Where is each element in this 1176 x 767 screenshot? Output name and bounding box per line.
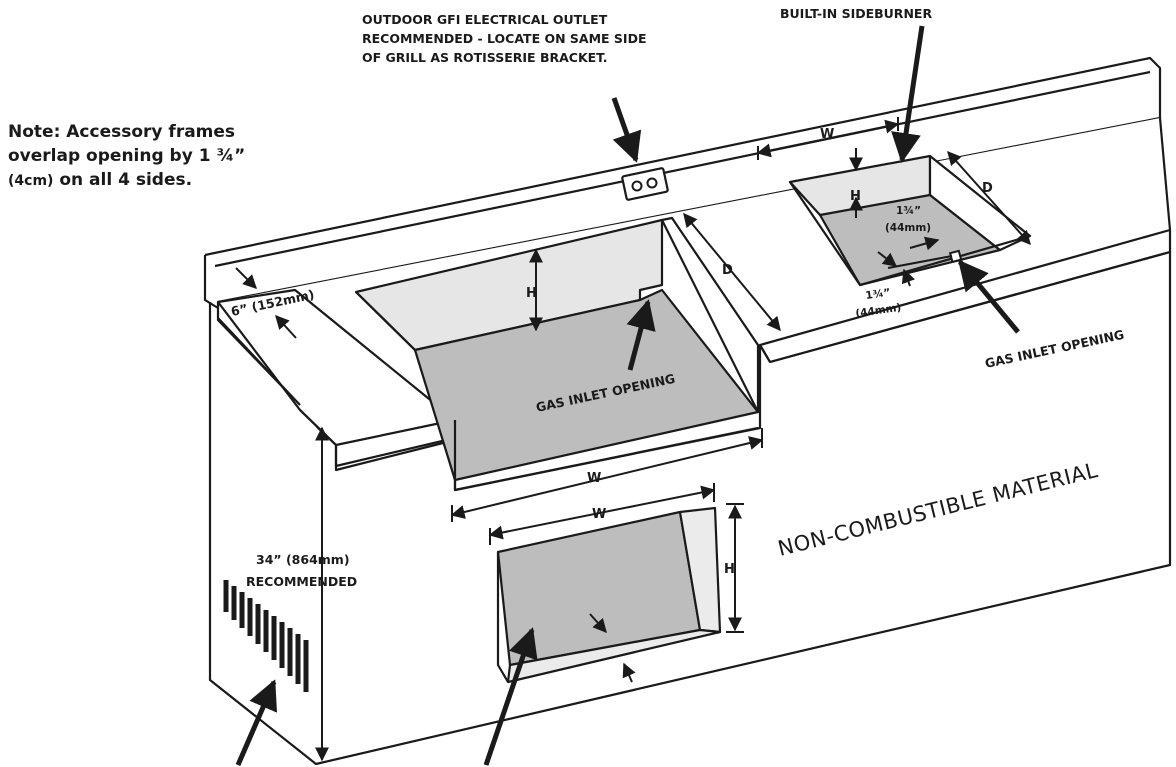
gfi-outlet	[621, 167, 669, 201]
outlet-callout: OUTDOOR GFI ELECTRICAL OUTLET RECOMMENDE…	[362, 10, 646, 67]
door-width-label: W	[592, 507, 606, 522]
door-inset-arrow-b	[622, 662, 636, 683]
outlet-callout-line-3: OF GRILL AS ROTISSERIE BRACKET.	[362, 50, 608, 65]
grill-width-label: W	[587, 471, 601, 486]
door-height-label: H	[724, 562, 735, 577]
grill-depth-dimension	[683, 212, 781, 332]
sideburner-width-dimension	[756, 119, 900, 158]
sideburner-inset-arrow-c	[901, 268, 915, 287]
note-line-2: overlap opening by 1 ¾”	[8, 146, 246, 166]
sideburner-inset-bottom-label: 1¾”	[865, 287, 892, 302]
sideburner-width-label: W	[820, 127, 834, 142]
note-line-3: (4cm) on all 4 sides.	[8, 168, 298, 193]
door-width-dimension	[488, 485, 716, 540]
note-line-3-rest: on all 4 sides.	[53, 170, 193, 190]
sideburner-depth-label: D	[982, 181, 993, 196]
counter-height-line2: RECOMMENDED	[246, 574, 357, 589]
outlet-callout-arrow	[611, 97, 642, 163]
grill-depth-label: D	[722, 263, 733, 278]
accessory-frame-note: Note: Accessory frames overlap opening b…	[8, 120, 298, 193]
sideburner-callout-label: BUILT-IN SIDEBURNER	[780, 6, 933, 21]
sideburner-depth-dimension	[947, 150, 1031, 246]
backsplash-arrow-top	[235, 267, 257, 289]
sideburner-gas-inlet-square	[948, 249, 963, 264]
door-cutout	[496, 506, 722, 684]
sideburner-inset-top-mm: (44mm)	[885, 222, 931, 234]
note-line-1: Note: Accessory frames	[8, 122, 236, 142]
sideburner-inset-arrow-a	[909, 236, 940, 251]
sideburner-inset-arrow-b	[877, 251, 898, 267]
outlet-callout-line-1: OUTDOOR GFI ELECTRICAL OUTLET	[362, 12, 608, 27]
vent-callout-arrow	[235, 679, 278, 766]
counter-height-line1: 34” (864mm)	[256, 552, 350, 567]
outlet-callout-line-2: RECOMMENDED - LOCATE ON SAME SIDE	[362, 31, 647, 46]
backsplash-arrow-bottom	[275, 314, 297, 339]
sideburner-height-label: H	[850, 189, 861, 204]
vent-grille	[223, 580, 309, 692]
note-unit: (4cm)	[8, 173, 54, 189]
door-cutout-bottom-wall	[506, 628, 722, 684]
grill-height-label: H	[526, 286, 537, 301]
sideburner-gas-inlet-arrow	[958, 259, 1020, 334]
door-callout-arrow	[483, 627, 538, 766]
door-inset-arrow-a	[589, 613, 607, 634]
sideburner-inset-top-label: 1¾”	[896, 205, 921, 217]
grill-gas-inlet-arrow	[626, 299, 656, 371]
grill-cutout-floor	[413, 288, 760, 482]
sideburner-callout-arrow	[891, 25, 925, 163]
sideburner-callout: BUILT-IN SIDEBURNER	[780, 4, 932, 23]
